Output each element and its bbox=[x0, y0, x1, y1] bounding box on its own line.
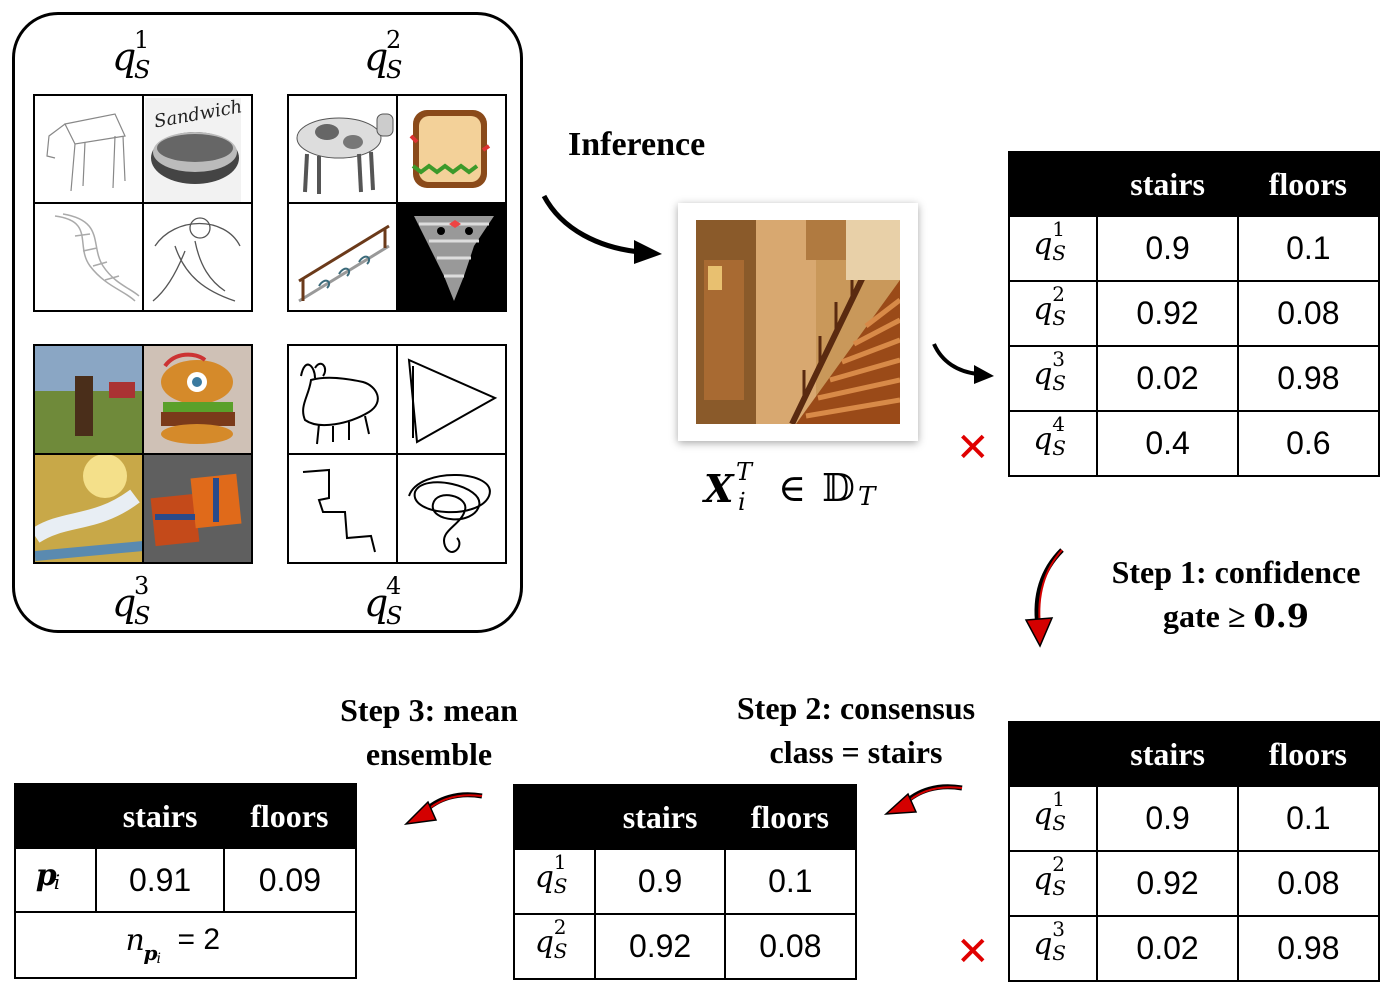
sketch-figure bbox=[152, 217, 241, 302]
to-predictions-arrow bbox=[932, 343, 994, 384]
painting-burger bbox=[161, 352, 235, 444]
cell-stairs: 0.02 bbox=[1096, 345, 1239, 412]
header-blank bbox=[1009, 722, 1098, 786]
header-blank bbox=[1009, 152, 1098, 216]
sandwich-drawing: Sandwich bbox=[145, 96, 244, 202]
step3-line2: ensemble bbox=[365, 736, 493, 772]
cell-floors: 0.1 bbox=[1236, 785, 1381, 852]
cell-floors: 0.08 bbox=[1236, 280, 1381, 347]
inference-label: Inference bbox=[568, 126, 706, 163]
clipart-tornado bbox=[414, 216, 494, 301]
step1-arrow bbox=[1024, 548, 1064, 648]
ensemble-count: n p i = 2 bbox=[14, 911, 357, 979]
painting-images bbox=[35, 346, 251, 562]
cell-floors: 0.08 bbox=[1236, 850, 1381, 917]
cell-floors: 0.08 bbox=[723, 913, 858, 980]
cell-stairs: 0.02 bbox=[1096, 915, 1239, 982]
reject-mark-low-confidence: ✕ bbox=[956, 425, 990, 471]
cell-stairs: 0.4 bbox=[1096, 410, 1239, 477]
support-sets-panel bbox=[12, 12, 523, 633]
step1-line1: Step 1: confidence bbox=[1111, 554, 1361, 590]
step3-label: Step 3: mean ensemble bbox=[318, 688, 540, 776]
quickdraw-images bbox=[289, 346, 505, 562]
header-floors: floors bbox=[1237, 722, 1379, 786]
step2-line1: Step 2: consensus bbox=[736, 690, 976, 726]
doodle-scribble bbox=[408, 474, 491, 553]
step2-label: Step 2: consensus class = stairs bbox=[708, 686, 1004, 774]
header-stairs: stairs bbox=[595, 785, 725, 849]
doodle-squiggle bbox=[302, 468, 376, 553]
cell-floors: 0.1 bbox=[1236, 215, 1381, 282]
step3-arrow bbox=[403, 792, 483, 826]
cell-stairs: 0.9 bbox=[1096, 215, 1239, 282]
cell-stairs: 0.9 bbox=[594, 848, 726, 915]
sketch-images: Sandwich bbox=[35, 96, 251, 310]
ensemble-stairs: 0.91 bbox=[95, 847, 225, 913]
header-stairs: stairs bbox=[1097, 722, 1238, 786]
step1-label: Step 1: confidence gate ≥ 0.9 bbox=[1086, 550, 1386, 638]
ensemble-floors: 0.09 bbox=[222, 847, 358, 913]
step3-line1: Step 3: mean bbox=[340, 692, 518, 728]
support-set-grid-4 bbox=[287, 344, 507, 564]
cell-floors: 0.1 bbox=[723, 848, 858, 915]
clipart-sandwich bbox=[409, 110, 491, 188]
cell-floors: 0.98 bbox=[1236, 915, 1381, 982]
painting-staircase bbox=[35, 489, 140, 543]
sketch-animal bbox=[46, 113, 126, 192]
doodle-animal bbox=[300, 362, 379, 445]
support-set-grid-3 bbox=[33, 344, 253, 564]
header-blank bbox=[15, 784, 97, 848]
cell-stairs: 0.92 bbox=[594, 913, 726, 980]
header-stairs: stairs bbox=[1097, 152, 1238, 216]
clipart-cow bbox=[296, 113, 394, 194]
cell-stairs: 0.9 bbox=[1096, 785, 1239, 852]
painting-horse bbox=[75, 376, 93, 436]
cell-stairs: 0.92 bbox=[1096, 850, 1239, 917]
header-stairs: stairs bbox=[96, 784, 224, 848]
step2-arrow bbox=[883, 784, 963, 815]
header-blank bbox=[514, 785, 596, 849]
sketch-staircase bbox=[54, 213, 140, 302]
painting-abstract bbox=[150, 473, 242, 547]
cell-floors: 0.6 bbox=[1236, 410, 1381, 477]
header-floors: floors bbox=[724, 785, 856, 849]
doodle-triangle bbox=[407, 358, 498, 444]
header-floors: floors bbox=[223, 784, 356, 848]
target-image-frame bbox=[678, 203, 918, 441]
clipart-railing bbox=[298, 224, 390, 303]
clipart-images bbox=[289, 96, 505, 310]
header-floors: floors bbox=[1237, 152, 1379, 216]
cell-floors: 0.98 bbox=[1236, 345, 1381, 412]
step1-line2: gate ≥ 0.9 bbox=[1162, 597, 1310, 635]
support-set-grid-2 bbox=[287, 94, 507, 312]
target-image-staircase bbox=[696, 220, 900, 424]
support-set-grid-1: Sandwich bbox=[33, 94, 253, 312]
cell-stairs: 0.92 bbox=[1096, 280, 1239, 347]
target-formula: X T i ∈ 𝔻 T bbox=[704, 458, 876, 516]
reject-mark-no-consensus: ✕ bbox=[956, 929, 990, 975]
inference-arrow bbox=[541, 194, 662, 264]
step2-line2: class = stairs bbox=[769, 734, 943, 770]
